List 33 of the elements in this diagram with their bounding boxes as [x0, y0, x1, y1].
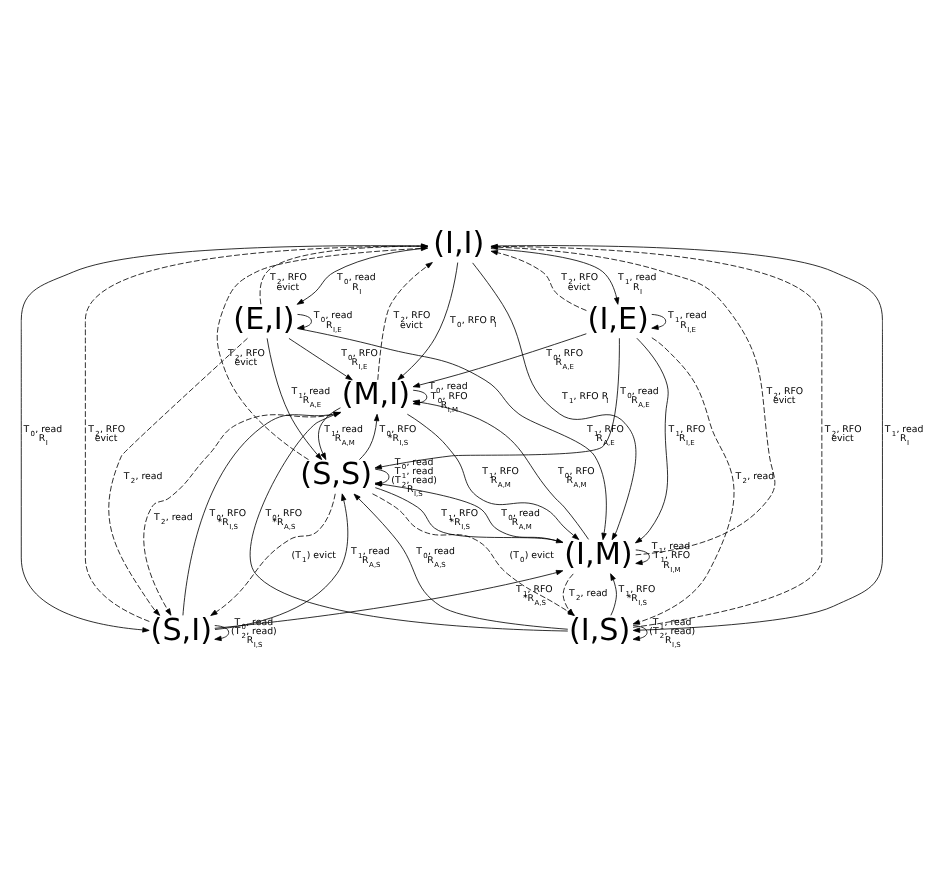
arrow: [406, 412, 580, 539]
arrow: [214, 624, 230, 641]
arrow: [472, 261, 637, 540]
arrow: [610, 572, 617, 615]
node-text: (S,S): [300, 455, 372, 492]
arrow: [490, 249, 587, 310]
arrow: [108, 336, 248, 615]
arrow: [353, 492, 569, 629]
arrow: [632, 336, 735, 624]
node-text: (I,M): [564, 535, 633, 572]
arrow: [359, 412, 380, 460]
arrow: [632, 624, 648, 641]
arrow: [635, 336, 669, 543]
arrow: [377, 261, 433, 380]
arrow: [651, 313, 667, 329]
arrow: [214, 492, 349, 629]
arrow: [374, 336, 620, 469]
arrow: [635, 548, 650, 565]
arrow: [210, 492, 336, 615]
arrow: [214, 568, 564, 628]
arrow: [266, 336, 323, 460]
node-text: (S,I): [150, 610, 212, 647]
arrow: [288, 337, 353, 380]
node-text: (E,I): [233, 299, 295, 336]
arrow: [412, 332, 587, 387]
node-text: (I,S): [568, 610, 631, 647]
node-text: (M,I): [341, 375, 410, 412]
arrow: [297, 313, 312, 329]
arrow: [297, 327, 607, 540]
arrow: [490, 247, 620, 304]
arrow: [397, 261, 459, 380]
node-text: (I,E): [587, 299, 649, 336]
node-text: (I,I): [433, 223, 485, 260]
